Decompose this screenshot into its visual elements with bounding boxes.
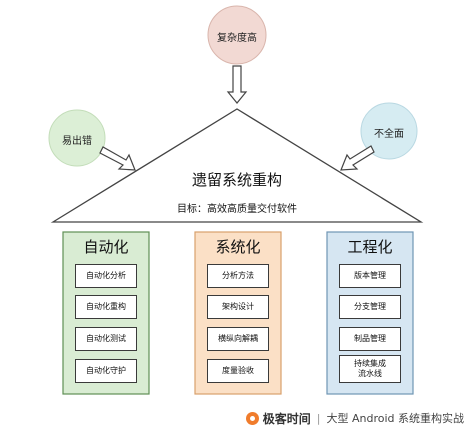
engineering-item: 持续集成 流水线 [339, 355, 401, 383]
engineering-item: 分支管理 [339, 295, 401, 319]
roof-title: 遗留系统重构 [191, 171, 282, 189]
engineering-item: 制品管理 [339, 327, 401, 351]
roof-subtitle: 目标：高效高质量交付软件 [177, 204, 297, 215]
automation-item: 自动化分析 [75, 264, 137, 288]
footer-brand: 极客时间 [262, 411, 311, 426]
circle-left [48, 109, 106, 167]
systematic-item: 横纵向解耦 [207, 327, 269, 351]
automation-item: 自动化重构 [75, 295, 137, 319]
systematic-item: 架构设计 [207, 295, 269, 319]
arrow-right [340, 145, 375, 171]
arrow-top [226, 65, 248, 104]
circle-right [360, 102, 418, 160]
circle-top-label: 复杂度高 [217, 33, 257, 44]
systematic-item: 度量验收 [207, 359, 269, 383]
systematic-item: 分析方法 [207, 264, 269, 288]
footer-course: 大型 Android 系统重构实战 [326, 412, 464, 425]
pillar-systematic-title: 系统化 [215, 238, 261, 256]
automation-item: 自动化守护 [75, 359, 137, 383]
automation-item: 自动化测试 [75, 327, 137, 351]
footer: 极客时间 | 大型 Android 系统重构实战 [245, 409, 464, 427]
geektime-logo-icon [245, 411, 259, 425]
roof-triangle [50, 108, 424, 223]
engineering-item: 版本管理 [339, 264, 401, 288]
arrow-left [99, 146, 136, 171]
circle-left-label: 易出错 [62, 136, 92, 147]
pillar-automation-title: 自动化 [83, 238, 129, 256]
pillar-engineering-title: 工程化 [347, 238, 393, 256]
footer-separator: | [316, 411, 321, 425]
circle-top [207, 5, 267, 65]
circle-right-label: 不全面 [374, 129, 404, 140]
